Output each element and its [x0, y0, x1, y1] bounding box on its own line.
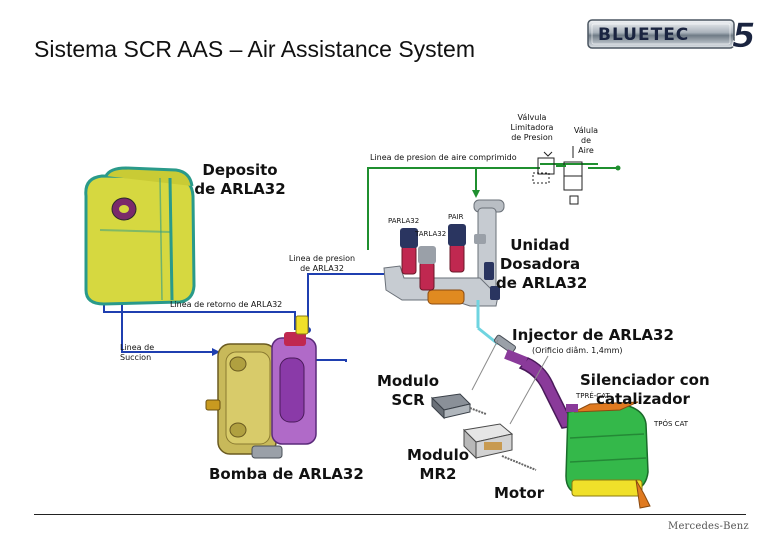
- muffler-line1: Silenciador con: [580, 371, 710, 389]
- tank-label-line1: Deposito: [202, 161, 278, 179]
- wire-to-mr2: [509, 355, 549, 425]
- pump-drawing: [205, 315, 317, 459]
- scr-module-line2: SCR: [391, 391, 425, 409]
- dosing-unit-drawing: [383, 199, 505, 328]
- tank-label: Deposito de ARLA32: [194, 161, 286, 199]
- suction-line1: Linea de: [120, 343, 155, 352]
- air-line-end: [615, 165, 621, 171]
- t-pos-cat-label: TPÓS CAT: [654, 420, 689, 428]
- air-arrow: [472, 190, 480, 198]
- pump-label: Bomba de ARLA32: [209, 465, 364, 483]
- dosing-unit-line1: Unidad: [510, 236, 570, 254]
- wire-to-injector: [471, 339, 499, 391]
- p-arla-label: PARLA32: [388, 217, 420, 225]
- mr2-module-label: Modulo MR2: [402, 446, 474, 484]
- scr-module-label: Modulo SCR: [372, 372, 444, 410]
- muffler-label: Silenciador con catalizador: [580, 371, 710, 409]
- valve-symbols: [532, 146, 583, 205]
- muffler-line2: catalizador: [596, 390, 690, 408]
- mr2-module-line1: Modulo: [406, 446, 470, 464]
- mr2-module-line2: MR2: [419, 465, 457, 483]
- logo-number: 5: [732, 16, 756, 52]
- orifice-label: (Orificio diâm. 1,4mm): [532, 346, 623, 355]
- air-valve-line3: Aire: [578, 146, 594, 155]
- mr2-module-drawing: [462, 423, 537, 471]
- t-arla-label: TARLA32: [415, 230, 447, 238]
- bluetec-logo: BLUETEC 5: [587, 16, 756, 52]
- pressure-valve-line1: Válvula: [517, 113, 547, 122]
- return-line-label: Linea de retorno de ARLA32: [170, 300, 283, 309]
- arla-pressure-line-label: Linea de presion de ARLA32: [284, 254, 360, 274]
- dosing-unit-line2: Dosadora: [499, 255, 581, 273]
- scr-module-line1: Modulo: [376, 372, 440, 390]
- injector-drawing: [477, 326, 576, 429]
- scr-module-drawing: [430, 393, 487, 420]
- injector-label: Injector de ARLA32: [512, 326, 674, 344]
- pressure-valve-line2: Limitadora: [510, 123, 554, 132]
- engine-label: Motor: [494, 484, 545, 502]
- pressure-valve-line3: de Presion: [511, 133, 553, 142]
- logo-wordmark: BLUETEC: [598, 25, 689, 45]
- footer-rule: [34, 514, 746, 515]
- suction-arrow: [212, 348, 220, 356]
- slide-title: Sistema SCR AAS – Air Assistance System: [34, 36, 475, 62]
- air-valve-line2: de: [581, 136, 591, 145]
- suction-line2: Succion: [120, 353, 152, 362]
- pressure-valve-label: Válvula Limitadora de Presion: [502, 113, 562, 143]
- arla-pressure-line2: de ARLA32: [300, 264, 344, 273]
- p-air-label: PAIR: [448, 213, 464, 221]
- catalyst-drawing: [565, 401, 651, 509]
- brand-wordmark: Mercedes-Benz: [668, 521, 749, 532]
- tank-drawing: [84, 166, 196, 306]
- dosing-unit-line3: de ARLA32: [496, 274, 588, 292]
- air-valve-line1: Válula: [573, 126, 599, 135]
- arla-pressure-line1: Linea de presion: [288, 254, 356, 263]
- air-valve-label: Válula de Aire: [566, 126, 606, 156]
- dosing-unit-label: Unidad Dosadora de ARLA32: [496, 236, 588, 293]
- tank-label-line2: de ARLA32: [194, 180, 286, 198]
- suction-line-label: Linea de Succion: [120, 343, 154, 363]
- air-line-label: Linea de presion de aire comprimido: [370, 153, 517, 162]
- t-pre-cat-label: TPRÉ-CAT: [576, 392, 610, 400]
